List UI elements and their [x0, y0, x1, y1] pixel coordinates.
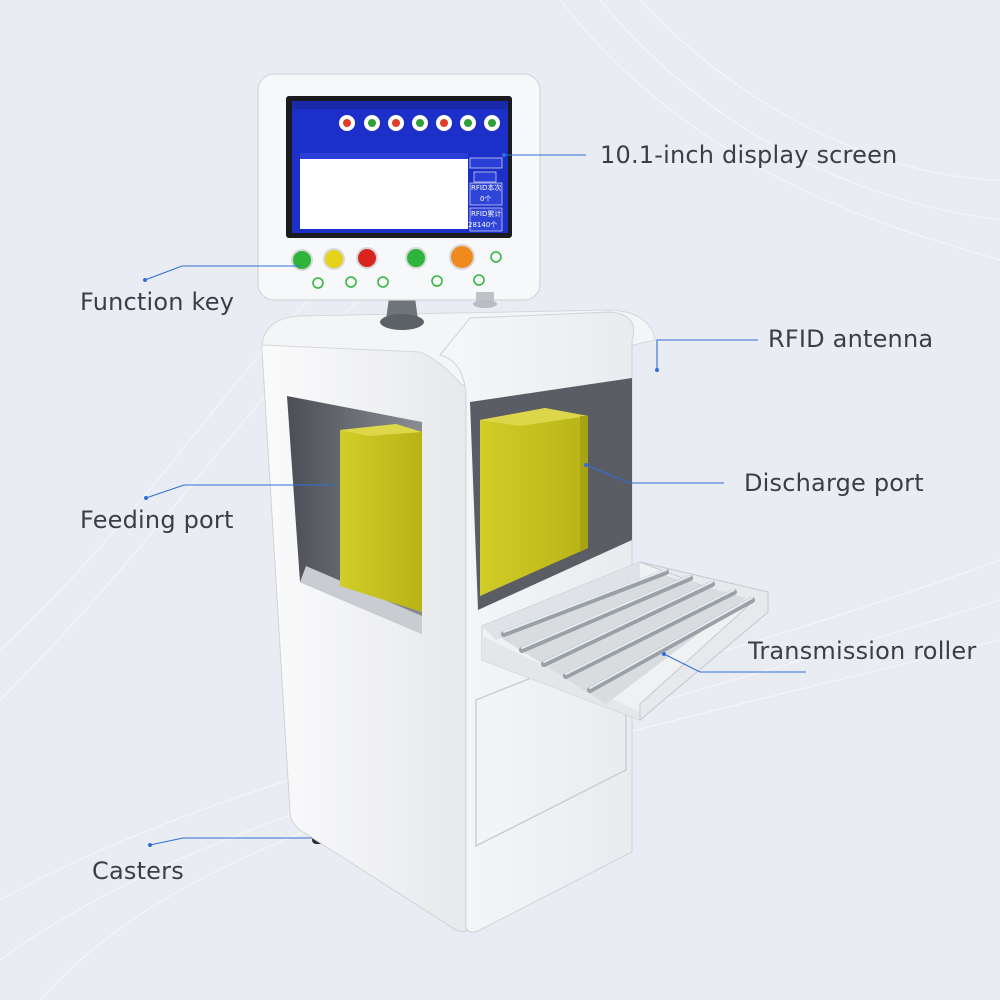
red-key: [356, 247, 378, 269]
label-feeding-port: Feeding port: [80, 506, 234, 534]
emergency-stop-key: [449, 244, 475, 270]
screen-rfid-total-label: RFID累计: [471, 210, 502, 218]
label-rfid-antenna: RFID antenna: [768, 325, 934, 353]
screen-rfid-this-value: 0个: [480, 195, 492, 203]
label-display-screen: 10.1-inch display screen: [600, 141, 898, 169]
label-function-key: Function key: [80, 288, 235, 316]
yellow-key: [323, 248, 345, 270]
screen-rfid-total-value: 28140个: [468, 221, 498, 229]
box-in-discharge-port: [480, 408, 588, 596]
label-transmission-roller: Transmission roller: [748, 637, 977, 665]
leader-lines: [144, 154, 806, 846]
roller-tray: [481, 561, 769, 722]
label-casters: Casters: [92, 857, 184, 885]
rfid-antenna-knob: [473, 292, 497, 308]
label-discharge-port: Discharge port: [744, 469, 924, 497]
green-key-2: [405, 247, 427, 269]
screen-icon-row: [339, 115, 500, 131]
box-in-feeding-port: [340, 424, 422, 612]
screen-rfid-this-label: RFID本次: [471, 184, 502, 192]
function-keys: [291, 244, 502, 289]
display-screen: [292, 101, 508, 233]
green-key: [291, 249, 313, 271]
